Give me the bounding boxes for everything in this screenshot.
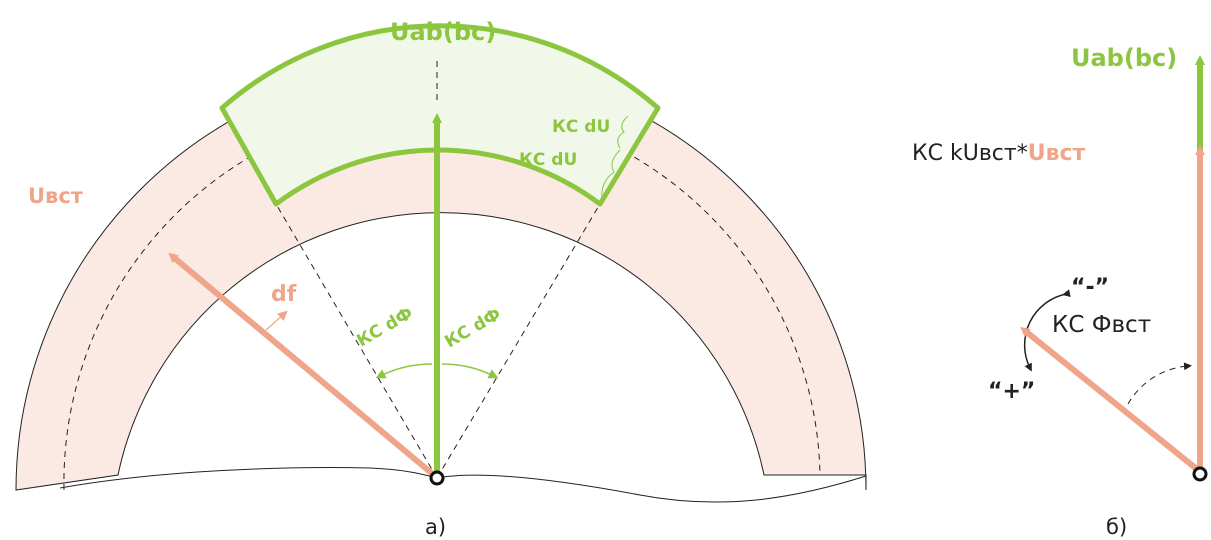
uvst-tolerance-band	[15, 64, 867, 491]
dphi-arc-right	[441, 363, 499, 379]
radial-right-dashed	[436, 203, 601, 479]
df-arrow	[265, 310, 288, 331]
ks-dphi-label-right: КС dФ	[442, 304, 505, 352]
dphi-arc-left	[375, 363, 433, 379]
uvst-vector-a	[168, 252, 437, 479]
plus-sign-label: “+”	[988, 379, 1035, 404]
origin-point-b	[1192, 466, 1208, 482]
minus-sign-label: “-”	[1071, 275, 1109, 300]
panel-a: Uab(bc) Uвст df КС dU КС dU КС dФ КС dФ …	[15, 18, 867, 539]
caption-a: а)	[425, 515, 446, 539]
ks-k-uvst-label: КС kUвст*Uвст	[912, 141, 1086, 166]
phi-angle-arc	[1127, 362, 1192, 405]
ks-k-prefix: КС kUвст*	[912, 141, 1028, 166]
uvst-vector-b	[1020, 326, 1200, 473]
radial-left-dashed	[275, 203, 438, 479]
uab-label-b: Uab(bc)	[1071, 44, 1177, 72]
sign-direction-arrow	[1023, 289, 1071, 372]
ks-phi-label: КС Фвст	[1052, 312, 1151, 338]
nominal-arc-dashed	[63, 104, 821, 491]
origin-point-a	[429, 470, 445, 486]
uab-label-a: Uab(bc)	[390, 18, 496, 46]
ks-k-suffix: Uвст	[1028, 141, 1086, 166]
panel-b: Uab(bc) КС kUвст*Uвст КС Фвст “-” “+” б)	[912, 44, 1208, 539]
ks-du-label-2: КС dU	[519, 150, 577, 170]
du-brace-bottom	[601, 149, 621, 201]
ks-du-label-1: КС dU	[552, 117, 610, 137]
uvst-label: Uвст	[28, 184, 84, 208]
du-brace-top	[617, 115, 629, 149]
df-label: df	[271, 282, 297, 307]
caption-b: б)	[1106, 515, 1127, 539]
base-wave	[59, 467, 867, 503]
ks-dphi-label-left: КС dФ	[354, 303, 417, 351]
